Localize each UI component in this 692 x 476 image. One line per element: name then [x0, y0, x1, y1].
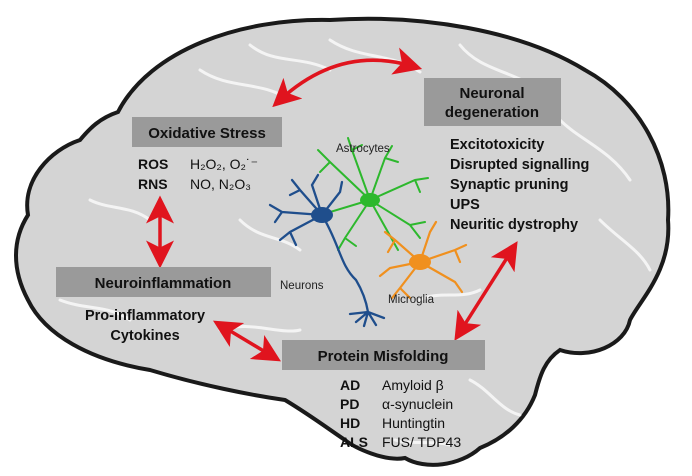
- degeneration-item: Excitotoxicity: [450, 137, 544, 153]
- protein-misfolding-title: Protein Misfolding: [318, 348, 449, 365]
- rns-abbr: RNS: [138, 176, 168, 192]
- neuroinflammation-line-1: Pro-inflammatory: [85, 308, 205, 324]
- ros-value: H₂O₂, O₂˙⁻: [190, 156, 258, 172]
- neuroinflammation-title: Neuroinflammation: [95, 275, 232, 292]
- hd-abbr: HD: [340, 415, 360, 431]
- hd-value: Huntingtin: [382, 415, 445, 431]
- neuronal-degeneration-title-1: Neuronal: [459, 85, 524, 102]
- astrocytes-label: Astrocytes: [336, 143, 390, 155]
- arrows: [146, 47, 518, 362]
- als-abbr: ALS: [340, 434, 368, 450]
- arrow-misfolding-degeneration: [454, 241, 518, 341]
- oxidative-stress-box: [132, 117, 282, 147]
- neuronal-degeneration-box: [424, 78, 561, 126]
- neuroinflammation-box: [56, 267, 271, 297]
- degeneration-item: Synaptic pruning: [450, 177, 568, 193]
- als-value: FUS/ TDP43: [382, 434, 461, 450]
- degeneration-item: UPS: [450, 197, 480, 213]
- neuron-cell: [268, 173, 386, 328]
- microglia-label: Microglia: [388, 294, 435, 306]
- arrow-oxidative-degeneration: [272, 47, 423, 108]
- pd-abbr: PD: [340, 396, 359, 412]
- neuronal-degeneration-title-2: degeneration: [445, 104, 539, 121]
- neuroinflammation-section: Neuroinflammation Pro-inflammatory Cytok…: [56, 267, 271, 344]
- protein-misfolding-box: [282, 340, 485, 370]
- degeneration-item: Neuritic dystrophy: [450, 217, 578, 233]
- pd-value: α-synuclein: [382, 396, 453, 412]
- rns-value: NO, N₂O₃: [190, 176, 251, 192]
- arrow-neuroinflammation-misfolding: [212, 320, 282, 362]
- oxidative-stress-title: Oxidative Stress: [148, 125, 266, 142]
- protein-misfolding-section: Protein Misfolding AD Amyloid β PD α-syn…: [282, 340, 485, 450]
- ad-abbr: AD: [340, 377, 360, 393]
- oxidative-stress-section: Oxidative Stress ROS H₂O₂, O₂˙⁻ RNS NO, …: [132, 117, 282, 192]
- degeneration-item: Disrupted signalling: [450, 157, 589, 173]
- neurons-label: Neurons: [280, 280, 324, 292]
- microglia-cell: [378, 220, 468, 300]
- ros-abbr: ROS: [138, 156, 168, 172]
- neuroinflammation-line-2: Cytokines: [110, 328, 179, 344]
- ad-value: Amyloid β: [382, 377, 444, 393]
- neuronal-degeneration-section: Neuronal degeneration Excitotoxicity Dis…: [424, 78, 589, 233]
